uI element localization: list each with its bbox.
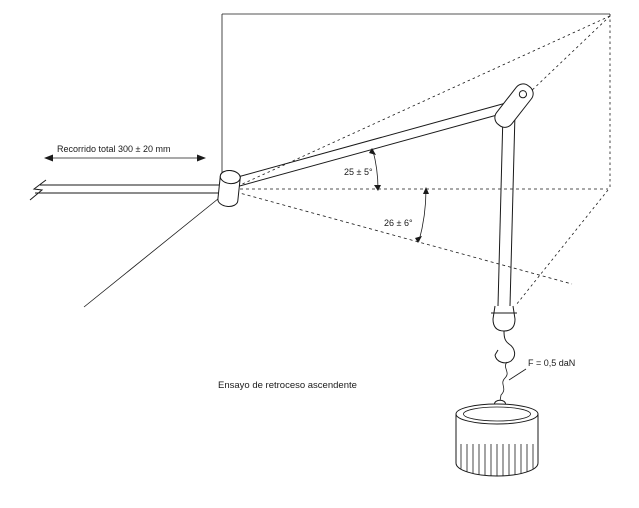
dimension-arrow-right bbox=[197, 154, 206, 162]
angle-arc-lower: 26 ± 6° bbox=[384, 187, 429, 243]
bracket-hole bbox=[518, 90, 528, 99]
shackle bbox=[491, 305, 517, 332]
angle-lower-label: 26 ± 6° bbox=[384, 218, 413, 228]
construction-lines bbox=[221, 13, 611, 306]
dimension-arrow-left bbox=[44, 154, 53, 162]
force-annotation: F = 0,5 daN bbox=[508, 358, 575, 381]
hook bbox=[494, 330, 516, 364]
rod bbox=[29, 179, 226, 201]
pivot-cylinder bbox=[217, 170, 241, 207]
weight bbox=[455, 399, 539, 477]
top-bracket bbox=[494, 83, 534, 128]
angle-upper-label: 25 ± 5° bbox=[344, 167, 373, 177]
angle-arc-upper: 25 ± 5° bbox=[344, 148, 381, 191]
break-symbol bbox=[29, 179, 47, 201]
travel-dimension: Recorrido total 300 ± 20 mm bbox=[44, 144, 206, 162]
travel-path-line bbox=[83, 185, 235, 308]
force-leader-line bbox=[508, 368, 527, 381]
travel-label: Recorrido total 300 ± 20 mm bbox=[57, 144, 171, 154]
vertical-strap bbox=[497, 112, 516, 307]
cord bbox=[499, 361, 508, 402]
weight-hatching bbox=[460, 444, 534, 476]
figure-caption: Ensayo de retroceso ascendente bbox=[218, 380, 357, 391]
force-label: F = 0,5 daN bbox=[528, 358, 575, 368]
